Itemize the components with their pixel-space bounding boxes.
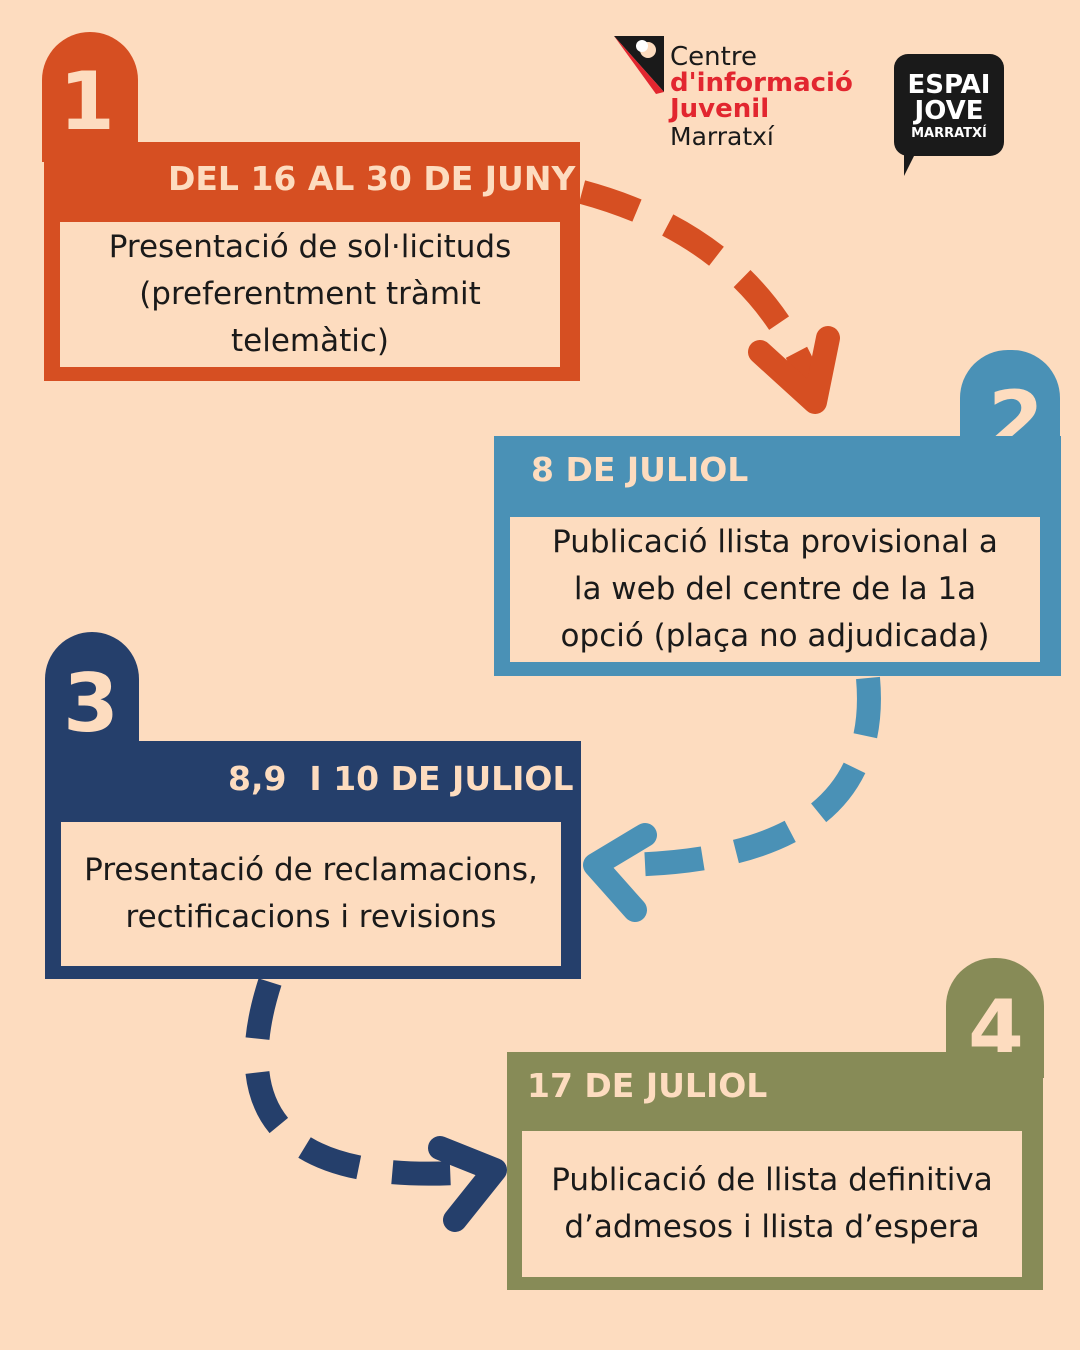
speech-bubble-icon bbox=[614, 36, 664, 94]
arrow-1-to-2 bbox=[578, 180, 827, 400]
step-1-number: 1 bbox=[59, 55, 115, 148]
step-3-number: 3 bbox=[63, 657, 119, 750]
arrowhead-1-to-2 bbox=[748, 326, 840, 414]
espai-line-2: JOVE bbox=[914, 96, 984, 126]
cij-logo: Centre d'informació Juvenil Marratxí bbox=[612, 32, 872, 152]
espai-jove-logo: ESPAI JOVE MARRATXÍ bbox=[894, 54, 1004, 156]
step-2-description: Publicació llista provisional a la web d… bbox=[510, 517, 1040, 662]
step-1-date: DEL 16 AL 30 DE JUNY bbox=[168, 159, 576, 198]
step-3-tab bbox=[45, 632, 139, 762]
arrow-3-to-4 bbox=[244, 978, 497, 1186]
step-1-tab bbox=[42, 32, 138, 162]
espai-line-3: MARRATXÍ bbox=[911, 126, 987, 141]
cij-line-4: Marratxí bbox=[670, 122, 774, 151]
step-2-date: 8 DE JULIOL bbox=[531, 450, 749, 489]
espai-logo-tail bbox=[904, 152, 916, 176]
arrowhead-3-to-4 bbox=[428, 1136, 507, 1232]
espai-line-1: ESPAI bbox=[907, 70, 991, 100]
cij-line-1: Centre bbox=[670, 42, 757, 72]
step-3-description: Presentació de reclamacions, rectificaci… bbox=[61, 822, 561, 966]
step-3-date: 8,9 I 10 DE JULIOL bbox=[228, 759, 574, 798]
arrow-2-to-3 bbox=[599, 676, 881, 878]
step-4-date: 17 DE JULIOL bbox=[527, 1066, 768, 1105]
cij-line-2: d'informació bbox=[670, 68, 853, 98]
step-4-description: Publicació de llista definitiva d’admeso… bbox=[522, 1131, 1022, 1277]
cij-line-3: Juvenil bbox=[670, 94, 770, 124]
step-1-description: Presentació de sol·licituds (preferentme… bbox=[60, 222, 560, 367]
arrowhead-2-to-3 bbox=[583, 823, 657, 922]
